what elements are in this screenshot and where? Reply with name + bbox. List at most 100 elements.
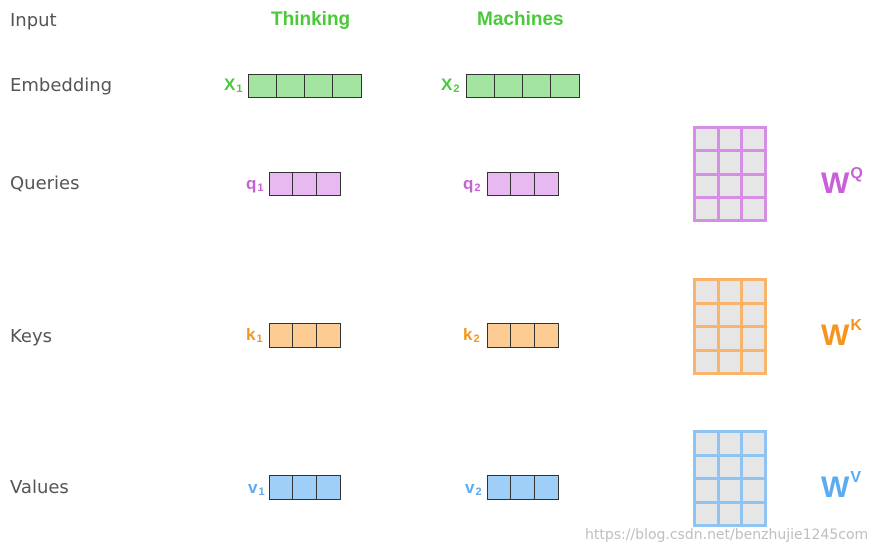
matrix-cell <box>719 456 741 477</box>
matrix-cell <box>696 433 717 454</box>
matrix-cell <box>743 503 764 524</box>
k2-label-sub: 2 <box>473 333 480 345</box>
vector-cell <box>304 74 333 98</box>
vector-cell <box>248 74 277 98</box>
matrix-cell <box>696 328 717 349</box>
row-label-input: Input <box>10 10 57 31</box>
vector-cell <box>316 475 341 500</box>
row-label-values: Values <box>10 477 69 498</box>
k1-vector <box>269 323 341 348</box>
matrix-cell <box>743 480 764 501</box>
v2-label-base: v <box>465 478 475 497</box>
matrix-cell <box>743 152 764 173</box>
k1-label-sub: 1 <box>256 333 263 345</box>
wv-matrix <box>693 430 767 527</box>
v2-vector <box>487 475 559 500</box>
vector-cell <box>510 323 535 348</box>
vector-cell <box>510 172 535 196</box>
matrix-cell <box>696 281 717 302</box>
matrix-cell <box>696 129 717 150</box>
matrix-cell <box>719 328 741 349</box>
wq-label-sup: Q <box>850 165 863 182</box>
wq-matrix <box>693 126 767 222</box>
v2-label: v2 <box>465 478 482 498</box>
matrix-cell <box>719 152 741 173</box>
vector-cell <box>494 74 523 98</box>
q2-vector <box>487 172 559 196</box>
matrix-cell <box>743 129 764 150</box>
wv-label: WV <box>821 469 861 505</box>
matrix-cell <box>719 281 741 302</box>
k2-label-base: k <box>463 325 473 344</box>
wv-label-base: W <box>821 471 850 504</box>
matrix-cell <box>743 328 764 349</box>
matrix-cell <box>743 433 764 454</box>
input-word-thinking: Thinking <box>271 9 351 30</box>
matrix-cell <box>743 351 764 372</box>
matrix-cell <box>696 304 717 325</box>
vector-cell <box>316 172 341 196</box>
vector-cell <box>332 74 362 98</box>
v2-label-sub: 2 <box>475 486 482 498</box>
k1-label-base: k <box>246 325 256 344</box>
x1-label-sub: 1 <box>236 83 243 95</box>
matrix-cell <box>719 503 741 524</box>
vector-cell <box>466 74 495 98</box>
wk-label: WK <box>821 317 862 353</box>
v1-vector <box>269 475 341 500</box>
q1-label-base: q <box>246 174 257 193</box>
x1-label: X1 <box>224 75 242 95</box>
vector-cell <box>534 323 559 348</box>
row-label-embedding: Embedding <box>10 75 113 96</box>
row-label-keys: Keys <box>10 326 53 347</box>
wk-matrix <box>693 278 767 375</box>
wk-label-sup: K <box>850 317 862 334</box>
vector-cell <box>534 172 559 196</box>
vector-cell <box>292 172 317 196</box>
x1-vector <box>248 74 362 98</box>
watermark-text: https://blog.csdn.net/benzhujie1245com <box>585 527 869 543</box>
matrix-cell <box>696 152 717 173</box>
x2-label-base: X <box>441 75 453 94</box>
matrix-cell <box>696 503 717 524</box>
matrix-cell <box>696 480 717 501</box>
matrix-cell <box>696 456 717 477</box>
x2-label: X2 <box>441 75 459 95</box>
wv-label-sup: V <box>850 469 861 486</box>
q1-vector <box>269 172 341 196</box>
k2-label: k2 <box>463 325 480 345</box>
vector-cell <box>487 475 511 500</box>
matrix-cell <box>719 198 741 219</box>
matrix-cell <box>696 351 717 372</box>
matrix-cell <box>719 480 741 501</box>
vector-cell <box>269 475 293 500</box>
vector-cell <box>510 475 535 500</box>
x2-label-sub: 2 <box>453 83 460 95</box>
matrix-cell <box>719 351 741 372</box>
matrix-cell <box>719 175 741 196</box>
v1-label-base: v <box>248 478 258 497</box>
wk-label-base: W <box>821 319 850 352</box>
matrix-cell <box>743 304 764 325</box>
v1-label: v1 <box>248 478 265 498</box>
matrix-cell <box>719 304 741 325</box>
vector-cell <box>550 74 580 98</box>
v1-label-sub: 1 <box>258 486 265 498</box>
k1-label: k1 <box>246 325 263 345</box>
vector-cell <box>276 74 305 98</box>
matrix-cell <box>743 281 764 302</box>
q2-label-base: q <box>463 174 474 193</box>
matrix-cell <box>719 129 741 150</box>
vector-cell <box>522 74 551 98</box>
input-word-machines: Machines <box>477 9 564 30</box>
x1-label-base: X <box>224 75 236 94</box>
matrix-cell <box>696 198 717 219</box>
q2-label-sub: 2 <box>474 182 481 194</box>
matrix-cell <box>743 175 764 196</box>
matrix-cell <box>696 175 717 196</box>
x2-vector <box>466 74 580 98</box>
wq-label-base: W <box>821 167 850 200</box>
matrix-cell <box>743 198 764 219</box>
vector-cell <box>316 323 341 348</box>
k2-vector <box>487 323 559 348</box>
